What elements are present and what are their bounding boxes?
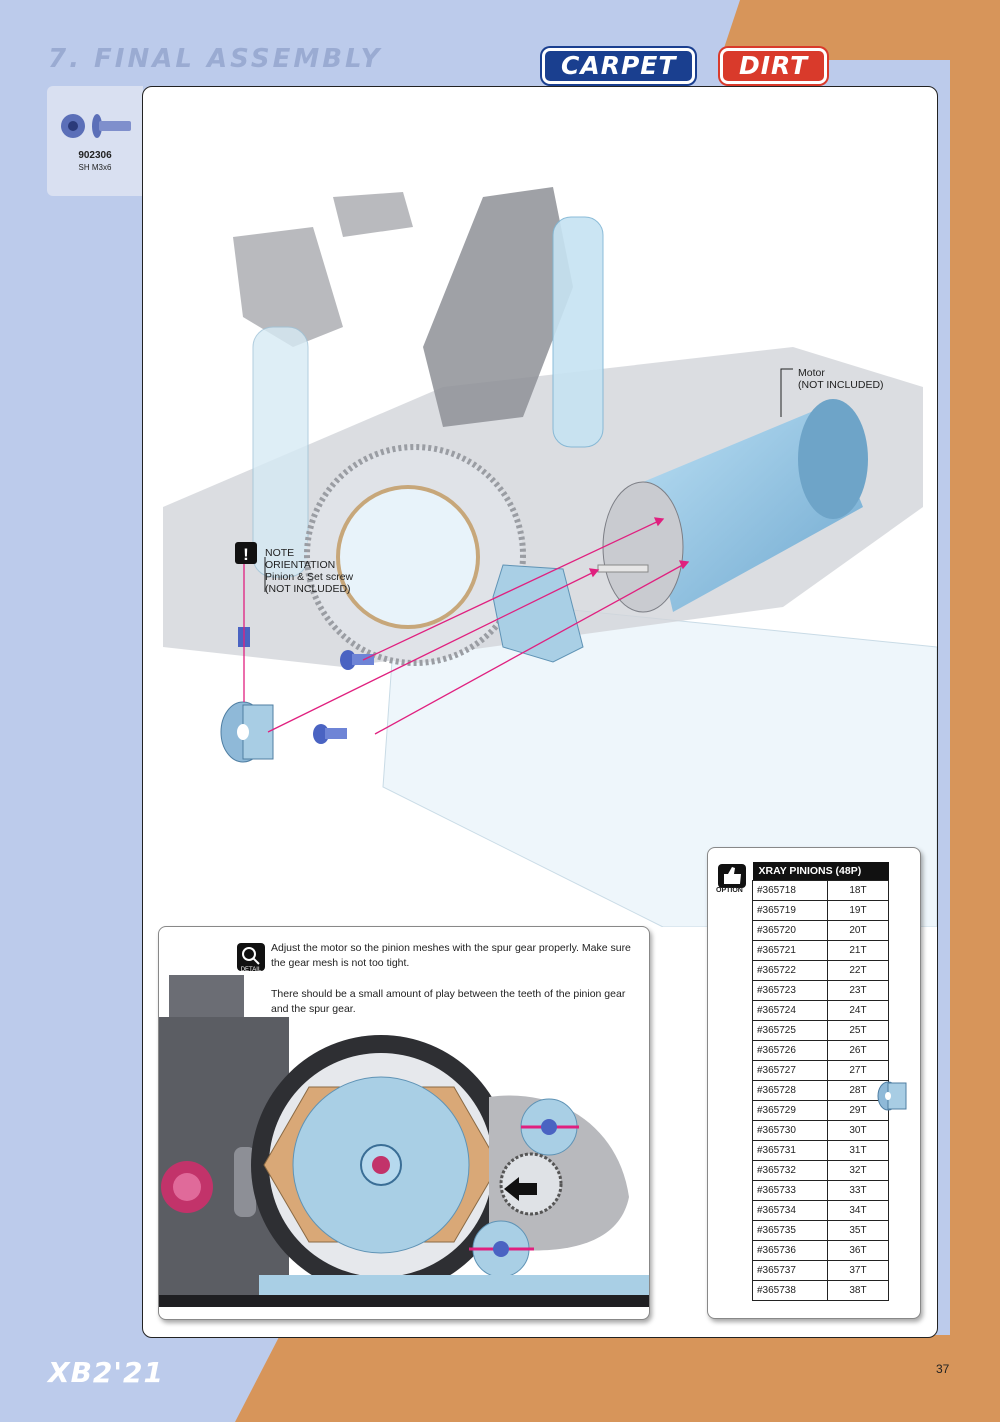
tooth-count-cell: 32T [827, 1160, 889, 1181]
motor-label: Motor (NOT INCLUDED) [798, 367, 884, 391]
note-label-line1: NOTE [265, 547, 295, 559]
gear-mesh-illustration: DETAIL [159, 943, 649, 1307]
tooth-count-cell: 38T [827, 1280, 889, 1301]
tooth-count-cell: 36T [827, 1240, 889, 1261]
part-number-cell: #365738 [752, 1280, 828, 1301]
tooth-count-cell: 25T [827, 1020, 889, 1041]
tooth-count-cell: 20T [827, 920, 889, 941]
part-number-cell: #365736 [752, 1240, 828, 1261]
part-number-cell: #365733 [752, 1180, 828, 1201]
part-code: 902306 [78, 150, 112, 161]
part-number-cell: #365722 [752, 960, 828, 981]
tooth-count-cell: 21T [827, 940, 889, 961]
part-number-cell: #365729 [752, 1100, 828, 1121]
part-number-cell: #365718 [752, 880, 828, 901]
tooth-count-cell: 34T [827, 1200, 889, 1221]
motor-label-line2: (NOT INCLUDED) [798, 379, 884, 391]
pinion-label-line1: Pinion & Set screw [265, 571, 354, 583]
pinion-table-title: XRAY PINIONS (48P) [752, 862, 889, 881]
tooth-count-cell: 31T [827, 1140, 889, 1161]
part-number-cell: #365727 [752, 1060, 828, 1081]
page-number: 37 [936, 1362, 950, 1376]
tooth-count-cell: 24T [827, 1000, 889, 1021]
part-number-cell: #365723 [752, 980, 828, 1001]
part-number-cell: #365731 [752, 1140, 828, 1161]
option-icon-label: OPTION [716, 887, 743, 894]
tooth-count-cell: 19T [827, 900, 889, 921]
screw-icon [61, 114, 131, 138]
part-number-cell: #365732 [752, 1160, 828, 1181]
pinion-gear-icon [220, 701, 274, 763]
part-number-cell: #365725 [752, 1020, 828, 1041]
tooth-count-cell: 33T [827, 1180, 889, 1201]
part-card: 902306 SH M3x6 [47, 86, 143, 196]
note-label-line2: ORIENTATION [265, 559, 336, 571]
part-spec: SH M3x6 [78, 163, 112, 172]
part-number-cell: #365734 [752, 1200, 828, 1221]
part-number-cell: #365726 [752, 1040, 828, 1061]
tooth-count-cell: 22T [827, 960, 889, 981]
detail-box: DETAIL Adjust the motor so the pinion me… [158, 926, 650, 1320]
pinion-gear-icon [877, 1081, 907, 1111]
detail-magnifier-icon [237, 943, 265, 971]
part-number-cell: #365737 [752, 1260, 828, 1281]
tooth-count-cell: 18T [827, 880, 889, 901]
detail-icon-label: DETAIL [241, 967, 262, 973]
motor-label-line1: Motor [798, 367, 825, 379]
part-number-cell: #365735 [752, 1220, 828, 1241]
tooth-count-cell: 26T [827, 1040, 889, 1061]
section-title: 7. FINAL ASSEMBLY [48, 44, 383, 74]
detail-paragraph-2: There should be a small amount of play b… [271, 988, 626, 1015]
assembly-illustration: ! [163, 187, 937, 927]
part-number-cell: #365721 [752, 940, 828, 961]
warning-icon [235, 542, 257, 564]
tooth-count-cell: 23T [827, 980, 889, 1001]
carpet-badge: CARPET [542, 48, 696, 84]
note-label: NOTE ORIENTATION Pinion & Set screw (NOT… [265, 547, 353, 595]
thumbs-up-icon [718, 864, 746, 888]
tooth-count-cell: 30T [827, 1120, 889, 1141]
dirt-badge: DIRT [720, 48, 828, 84]
footer-logo: XB2'21 [48, 1356, 164, 1389]
part-number-cell: #365719 [752, 900, 828, 921]
svg-text:!: ! [243, 545, 249, 564]
part-number-cell: #365730 [752, 1120, 828, 1141]
detail-paragraph-1: Adjust the motor so the pinion meshes wi… [271, 942, 631, 969]
push-arrow-icon [504, 1177, 537, 1201]
tooth-count-cell: 35T [827, 1220, 889, 1241]
part-number-cell: #365720 [752, 920, 828, 941]
pinion-label-line2: (NOT INCLUDED) [265, 583, 351, 595]
tooth-count-cell: 37T [827, 1260, 889, 1281]
part-number-cell: #365724 [752, 1000, 828, 1021]
part-number-cell: #365728 [752, 1080, 828, 1101]
